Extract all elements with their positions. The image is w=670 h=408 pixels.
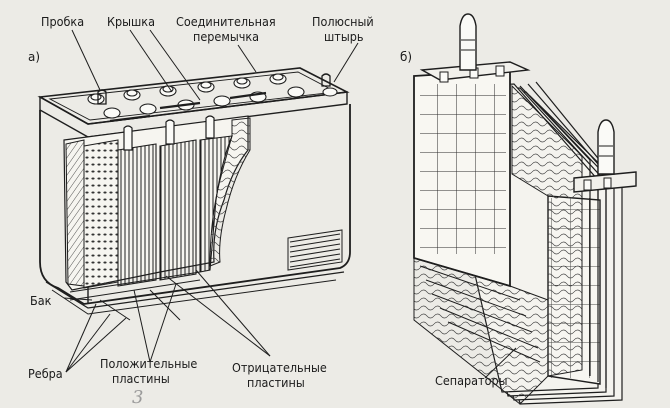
plate-terminal-right — [597, 119, 615, 175]
label-pole-2: штырь — [324, 29, 364, 44]
panel-label-b: б) — [400, 50, 412, 64]
label-positive-1: Положительные — [100, 356, 197, 371]
label-bak: Бак — [30, 293, 52, 308]
plate-group — [413, 13, 637, 405]
battery-cutaway — [37, 67, 351, 321]
handwritten-mark: 3 — [132, 387, 143, 408]
plate-terminal-left — [459, 13, 477, 71]
label-probka: Пробка — [41, 14, 84, 29]
label-rebra: Ребра — [28, 366, 63, 381]
label-pole-1: Полюсный — [312, 14, 374, 29]
label-kryshka: Крышка — [107, 14, 155, 29]
battery-case — [39, 104, 351, 305]
panel-label-a: а) — [28, 50, 40, 64]
label-negative-1: Отрицательные — [232, 360, 327, 375]
label-connecting-1: Соединительная — [176, 14, 276, 29]
cap-row — [87, 73, 338, 119]
plate-stack-2 — [159, 139, 197, 281]
leader-lines — [63, 29, 517, 379]
label-positive-2: пластины — [112, 371, 170, 386]
terminal-post-right — [321, 73, 331, 87]
label-separators: Сепараторы — [435, 373, 508, 388]
label-connecting-2: перемычка — [193, 29, 259, 44]
plate-stack-1 — [117, 143, 157, 287]
terminal-post-left — [97, 89, 107, 105]
label-negative-2: пластины — [247, 375, 305, 390]
